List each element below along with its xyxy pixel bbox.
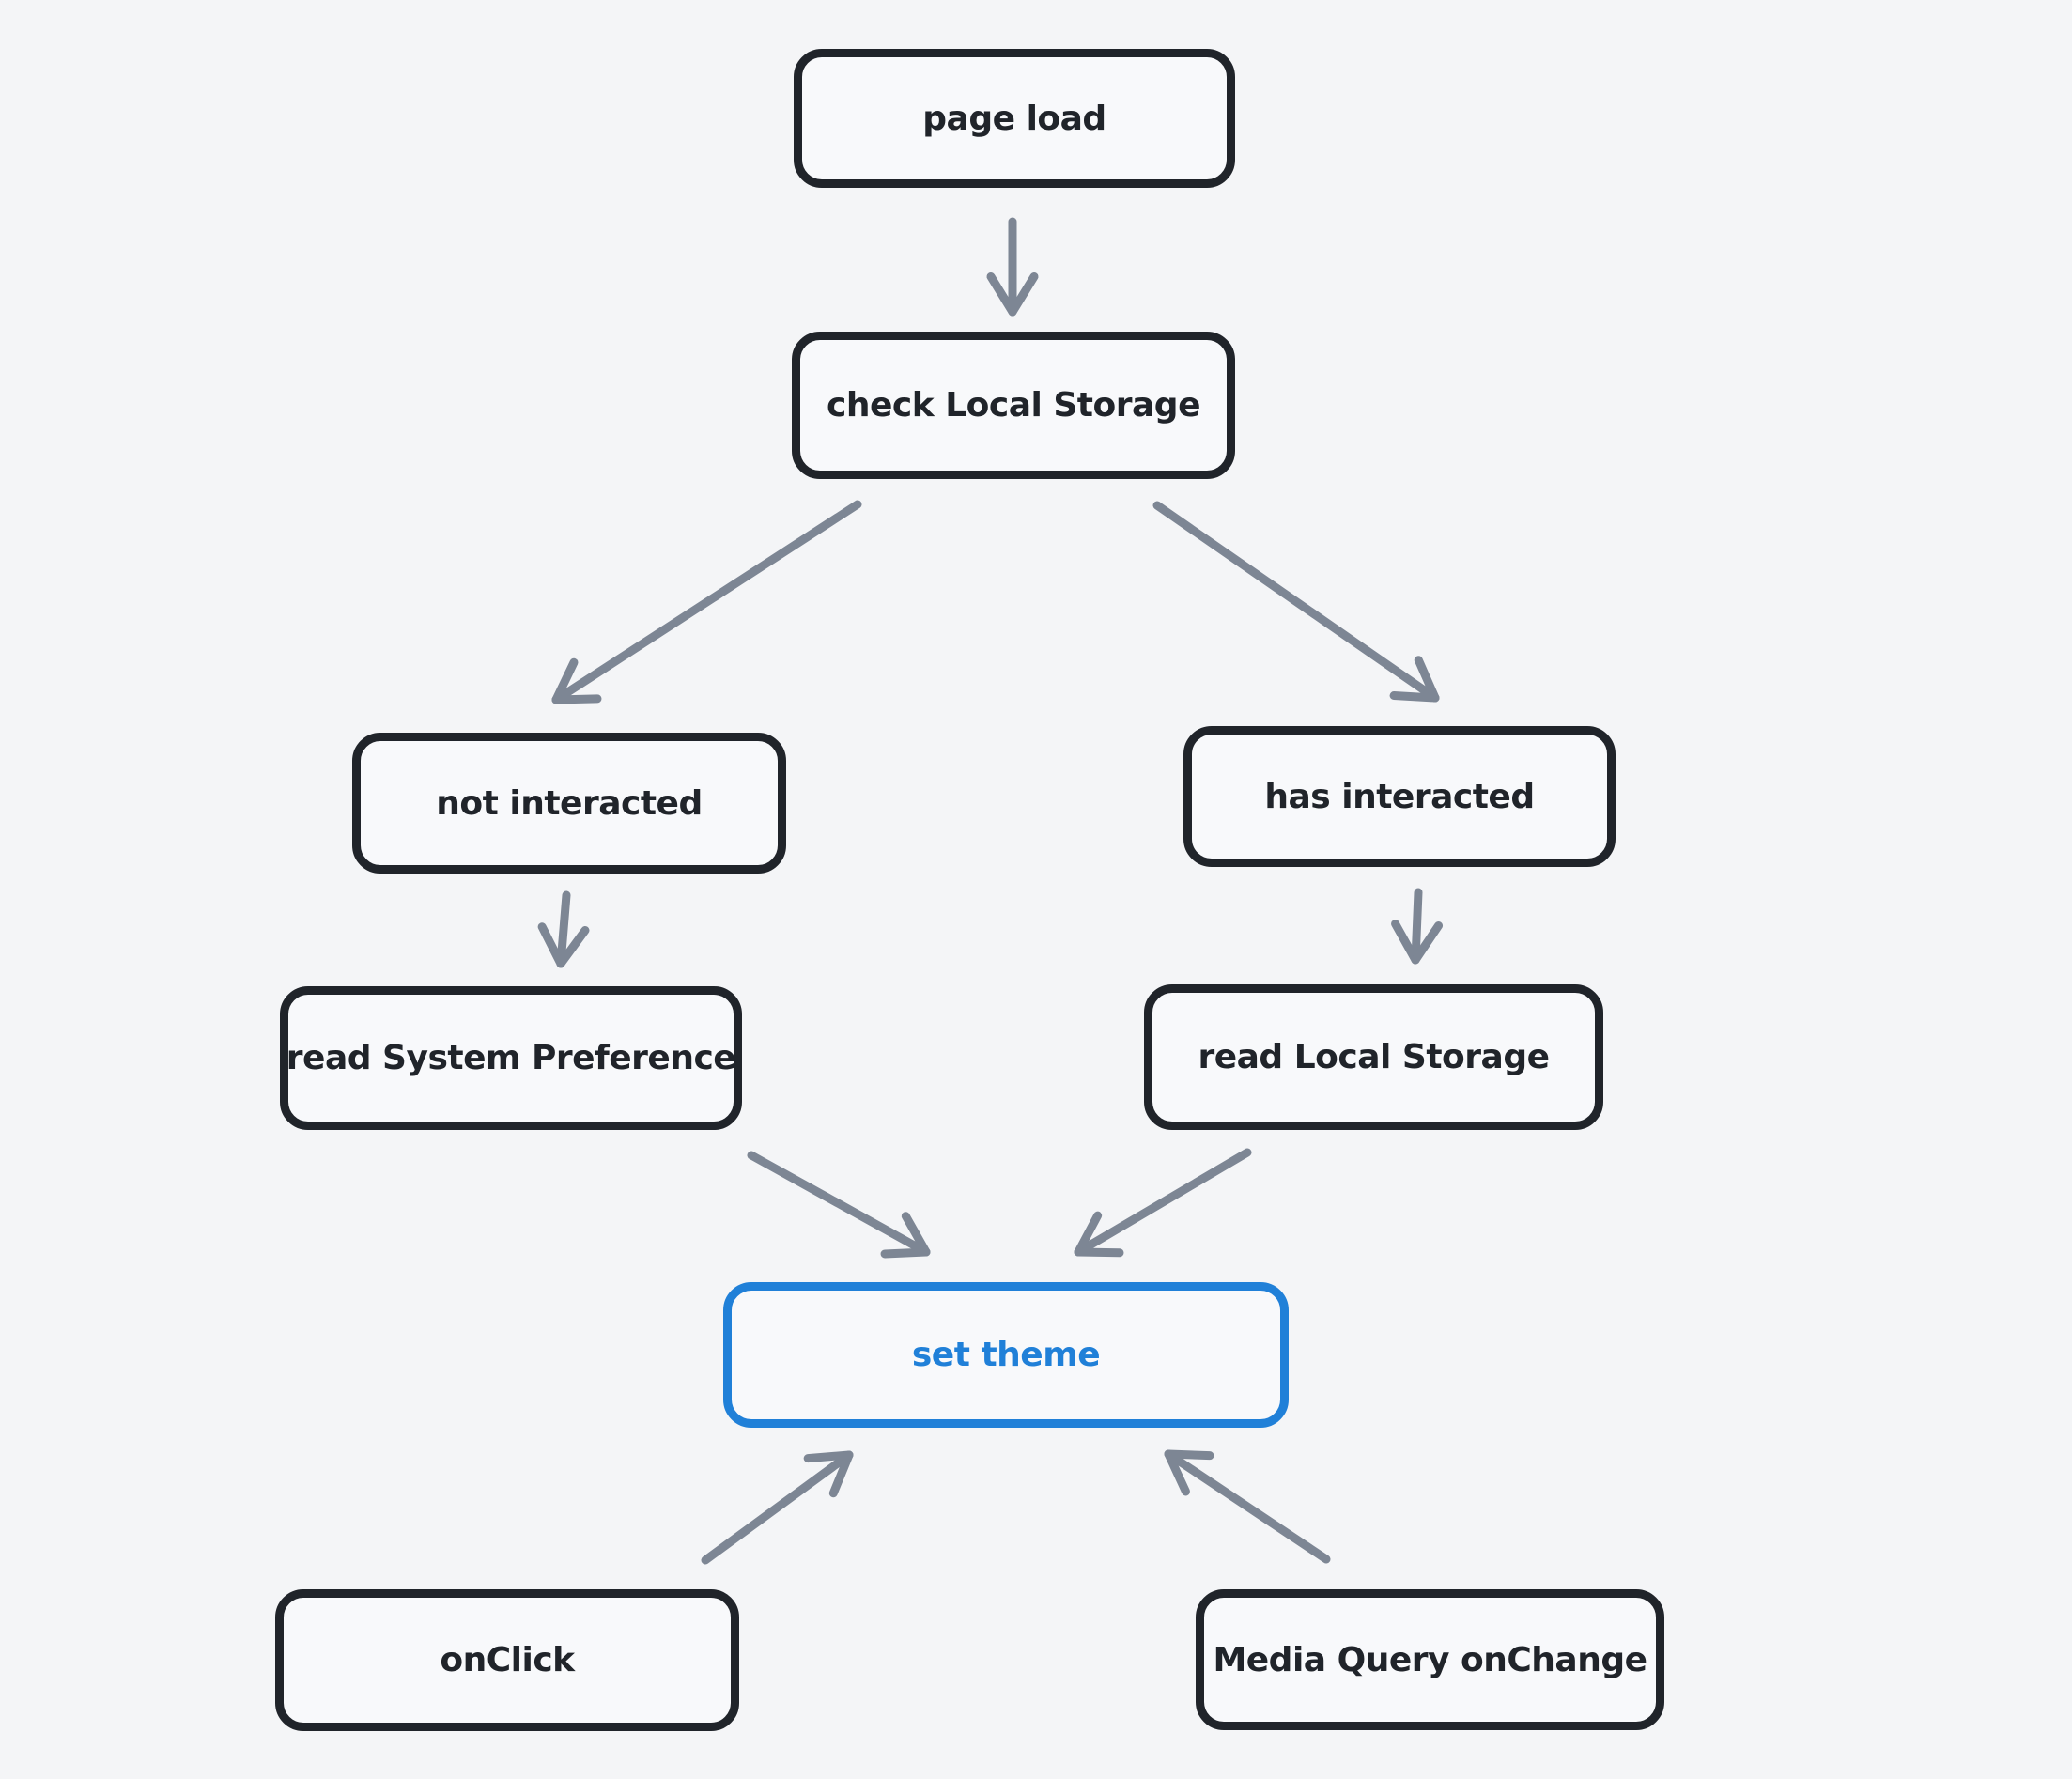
- node-page-load[interactable]: page load: [794, 49, 1235, 188]
- node-label: has interacted: [1264, 777, 1535, 816]
- node-not-interacted[interactable]: not interacted: [352, 733, 786, 874]
- node-label: Media Query onChange: [1213, 1640, 1647, 1679]
- node-label: page load: [922, 99, 1106, 138]
- arrow-onclick-to-set-theme[interactable]: [701, 1450, 854, 1565]
- arrow-has-interacted-to-read-local-storage[interactable]: [1391, 888, 1444, 965]
- node-read-system-preference[interactable]: read System Preference: [280, 986, 742, 1130]
- arrow-check-local-storage-to-not-interacted[interactable]: [551, 500, 862, 704]
- node-set-theme[interactable]: set theme: [723, 1282, 1289, 1428]
- node-label: not interacted: [436, 783, 703, 823]
- arrow-read-system-preference-to-set-theme[interactable]: [747, 1151, 931, 1259]
- node-label: check Local Storage: [827, 386, 1200, 425]
- node-has-interacted[interactable]: has interacted: [1183, 726, 1616, 867]
- node-label: read System Preference: [286, 1039, 736, 1077]
- arrow-media-query-onchange-to-set-theme[interactable]: [1164, 1449, 1331, 1564]
- node-read-local-storage[interactable]: read Local Storage: [1144, 984, 1603, 1130]
- node-label: set theme: [911, 1336, 1101, 1374]
- node-onclick[interactable]: onClick: [275, 1589, 739, 1731]
- node-media-query-onchange[interactable]: Media Query onChange: [1196, 1589, 1664, 1730]
- arrow-check-local-storage-to-has-interacted[interactable]: [1152, 501, 1440, 703]
- arrow-read-local-storage-to-set-theme[interactable]: [1074, 1148, 1252, 1258]
- arrow-page-load-to-check-local-storage[interactable]: [986, 217, 1039, 317]
- arrow-not-interacted-to-read-system-preference[interactable]: [537, 890, 590, 968]
- node-label: onClick: [440, 1641, 575, 1679]
- node-check-local-storage[interactable]: check Local Storage: [792, 332, 1235, 479]
- node-label: read Local Storage: [1198, 1038, 1550, 1076]
